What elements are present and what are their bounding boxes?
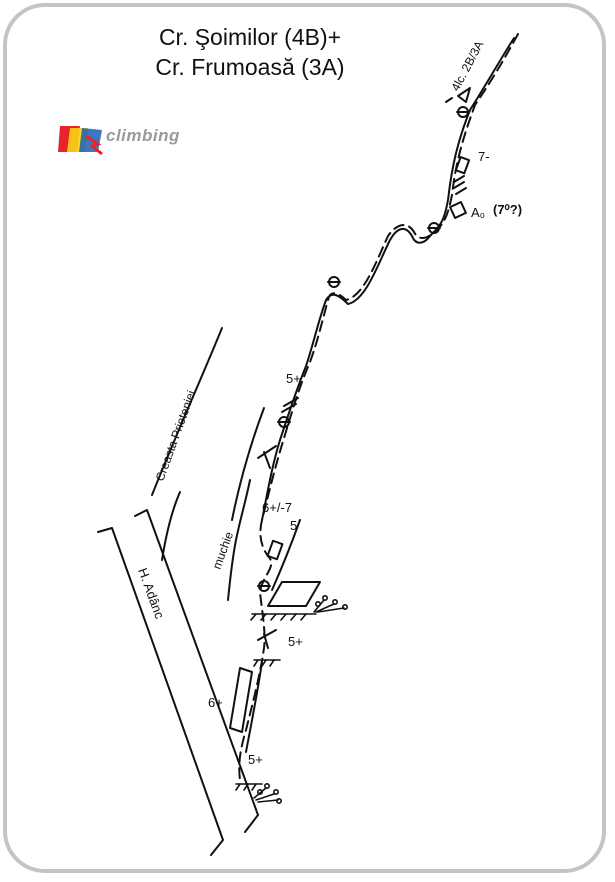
slab-6plus [229, 667, 253, 733]
valley-line-inner [134, 509, 259, 833]
label-grade-5plus-mid: 5+ [288, 634, 303, 649]
logo-text: climbing [106, 126, 180, 145]
slab-top [454, 156, 471, 175]
crack-top [453, 175, 467, 195]
label-aid-free: (7⁰?) [493, 202, 522, 217]
label-grade-5plus-upper: 5+ [286, 371, 301, 386]
route-line [238, 33, 519, 781]
label-valley: H. Adânc [135, 566, 167, 621]
page-frame [3, 3, 606, 873]
slab-5 [266, 539, 284, 561]
ridge-line [151, 327, 223, 496]
label-grade-7minus: 7- [478, 149, 490, 164]
label-exit: 4lc. 2B/3A [448, 39, 486, 94]
rock-lower-face [245, 661, 263, 753]
rock-outline-upper [261, 37, 515, 521]
tree-icon-lower [253, 782, 282, 804]
title-line-2: Cr. Frumoasă (3A) [155, 54, 345, 80]
rock-outline-base [227, 479, 251, 601]
exit-arrow [445, 87, 471, 103]
ledge-block [267, 581, 321, 607]
label-grade-5plus-low: 5+ [248, 752, 263, 767]
tree-icon-upper [313, 594, 348, 613]
label-grade-6plus: 6+ [208, 695, 223, 710]
belay-stations [257, 106, 470, 592]
label-aid: A₀ [471, 205, 485, 220]
ledge-hatch [235, 613, 317, 791]
rock-outline-lower [231, 407, 265, 521]
label-grade-5: 5 [290, 518, 297, 533]
logo: climbing [58, 122, 186, 156]
rock-step [271, 519, 301, 591]
logo-mark-icon [58, 126, 103, 156]
crack-mid [257, 445, 277, 469]
label-ridge: Creasta Prieteniei [153, 389, 199, 483]
valley-line-outer [97, 527, 224, 856]
crack-upper [281, 397, 299, 413]
title-line-1: Cr. Şoimilor (4B)+ [158, 24, 342, 50]
crack-lower [257, 629, 277, 649]
aid-block [449, 201, 467, 219]
arete-line [161, 491, 181, 561]
label-grade-6plus-7: 6+/-7 [262, 500, 292, 515]
